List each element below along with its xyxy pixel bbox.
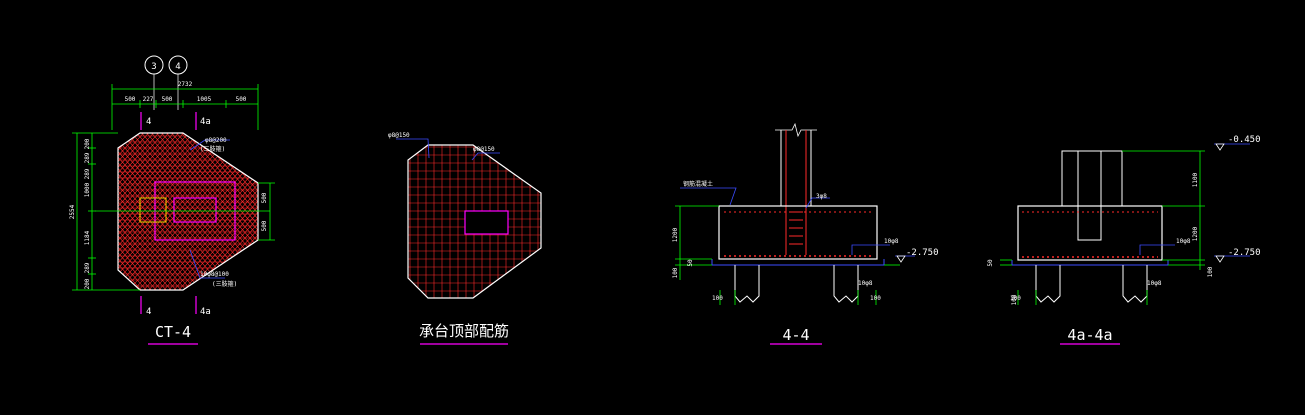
pile-right-4-4 — [833, 265, 859, 303]
dims-4a — [1000, 150, 1205, 305]
axis-label-3: 3 — [151, 62, 156, 72]
dim-4a-3: 100 — [1207, 266, 1214, 277]
right-dimension-lines — [258, 182, 275, 241]
top-dimension-lines — [111, 84, 259, 130]
dim-4-4-cap: 1200 — [672, 227, 679, 242]
leader-top-mid — [471, 152, 500, 161]
dim-total-width: 2732 — [178, 81, 193, 88]
title-4-4: 4-4 — [782, 326, 809, 344]
dim-4a-left-1: 50 — [987, 259, 994, 267]
dim-4-4-base: 100 — [672, 267, 679, 278]
leader-4-4-right — [851, 244, 890, 255]
dim-4-4-blind: 50 — [687, 259, 694, 267]
elevation-4a-top: -0.450 — [1228, 135, 1261, 145]
dim-left-total: 2554 — [69, 204, 76, 219]
col-4a-upper — [1061, 150, 1123, 207]
note-bottom: 10φ8@100 — [200, 271, 229, 278]
leader-top — [189, 139, 230, 151]
leader-4-4-col — [805, 197, 830, 209]
dim-top-1: 500 — [125, 96, 136, 103]
pile-marker — [139, 197, 167, 223]
elev-symbol-4a-top — [1215, 143, 1225, 151]
leader-4a-right — [1139, 244, 1175, 255]
note-top-sub: (三肢箍) — [200, 145, 225, 153]
note-4-4-col: 3φ8 — [816, 193, 827, 200]
section-4a-4a: 1100 1200 100 50 100 100 10φ8 10φ8 -0.45… — [987, 135, 1261, 345]
dim-top-5: 500 — [236, 96, 247, 103]
col-rebar — [785, 130, 807, 255]
section-mark-4-bottom: 4 — [146, 307, 151, 317]
note-top: φ8@200 — [205, 137, 227, 144]
dim-left-3: 289 — [84, 168, 91, 179]
pile-cap-outline — [117, 132, 259, 291]
dim-top-4: 1005 — [197, 96, 212, 103]
plan-ct4: 3 4 2732 500 227 500 1005 500 4 4a — [69, 55, 275, 345]
section-cut-marks — [140, 112, 197, 314]
pile-left-4-4 — [734, 265, 760, 303]
dim-left-4: 1000 — [84, 182, 91, 197]
dims-4-4 — [675, 205, 900, 305]
note-top-mid: φ8@150 — [473, 146, 495, 153]
column-section — [173, 197, 217, 223]
dim-left-7: 200 — [84, 278, 91, 289]
top-cap-outline — [407, 144, 542, 299]
dim-4-4-bottom-3: 100 — [870, 295, 881, 302]
title-4a-4a: 4a-4a — [1067, 326, 1112, 344]
dim-4a-2: 1200 — [1192, 226, 1199, 241]
dim-4a-left-2: 100 — [1011, 294, 1018, 305]
elevation-4a-bottom: -2.750 — [1228, 248, 1261, 258]
elev-symbol-4a-bottom — [1215, 255, 1225, 263]
section-mark-4a-bottom: 4a — [200, 307, 211, 317]
leader-top-left — [396, 138, 430, 159]
dim-4a-bottom-1: 100 — [1010, 295, 1021, 302]
col-break-line — [775, 122, 817, 138]
dim-right-1: 500 — [261, 192, 268, 203]
note-4a-right: 10φ8 — [1176, 238, 1191, 245]
dim-left-2: 289 — [84, 152, 91, 163]
col-4a-inner — [1077, 151, 1102, 241]
title-ct4: CT-4 — [155, 323, 191, 341]
note-4-4-left: 钢筋混凝土 — [683, 180, 713, 188]
dim-left-5: 1184 — [84, 230, 91, 245]
dim-left-6: 289 — [84, 262, 91, 273]
blinding-4-4 — [711, 259, 885, 266]
blinding-4a — [1011, 260, 1169, 266]
note-bottom-sub: (三肢箍) — [212, 280, 237, 288]
elevation-4-4: -2.750 — [906, 248, 939, 258]
leader-4-4-left — [680, 187, 737, 206]
left-dimension-lines — [72, 132, 140, 291]
cap-4-4 — [718, 205, 878, 260]
dim-right-2: 500 — [261, 220, 268, 231]
dim-top-3: 500 — [162, 96, 173, 103]
dim-left-1: 200 — [84, 138, 91, 149]
elev-symbol-4-4 — [896, 255, 906, 263]
note-4-4-right: 10φ8 — [884, 238, 899, 245]
top-column-opening — [464, 210, 509, 235]
dim-4-4-bottom-2: 10φ8 — [858, 280, 873, 287]
dim-4-4-bottom-1: 100 — [712, 295, 723, 302]
leader-bottom — [189, 249, 225, 279]
pile-left-4a — [1035, 265, 1061, 303]
section-mark-4a-top: 4a — [200, 117, 211, 127]
axis-label-4: 4 — [175, 62, 180, 72]
note-top-left: φ8@150 — [388, 132, 410, 139]
dim-top-2: 227 — [143, 96, 154, 103]
section-4-4: 1200 50 100 100 10φ8 100 钢筋混凝土 3φ8 10φ8 … — [672, 122, 939, 345]
title-top-rebar: 承台顶部配筋 — [419, 322, 509, 340]
section-mark-4-top: 4 — [146, 117, 151, 127]
plan-top-rebar: φ8@150 φ8@150 承台顶部配筋 — [388, 132, 542, 345]
cap-4a — [1017, 205, 1163, 261]
pile-right-4a — [1122, 265, 1148, 303]
dim-4a-1: 1100 — [1192, 172, 1199, 187]
dim-4a-bottom-2: 10φ8 — [1147, 280, 1162, 287]
